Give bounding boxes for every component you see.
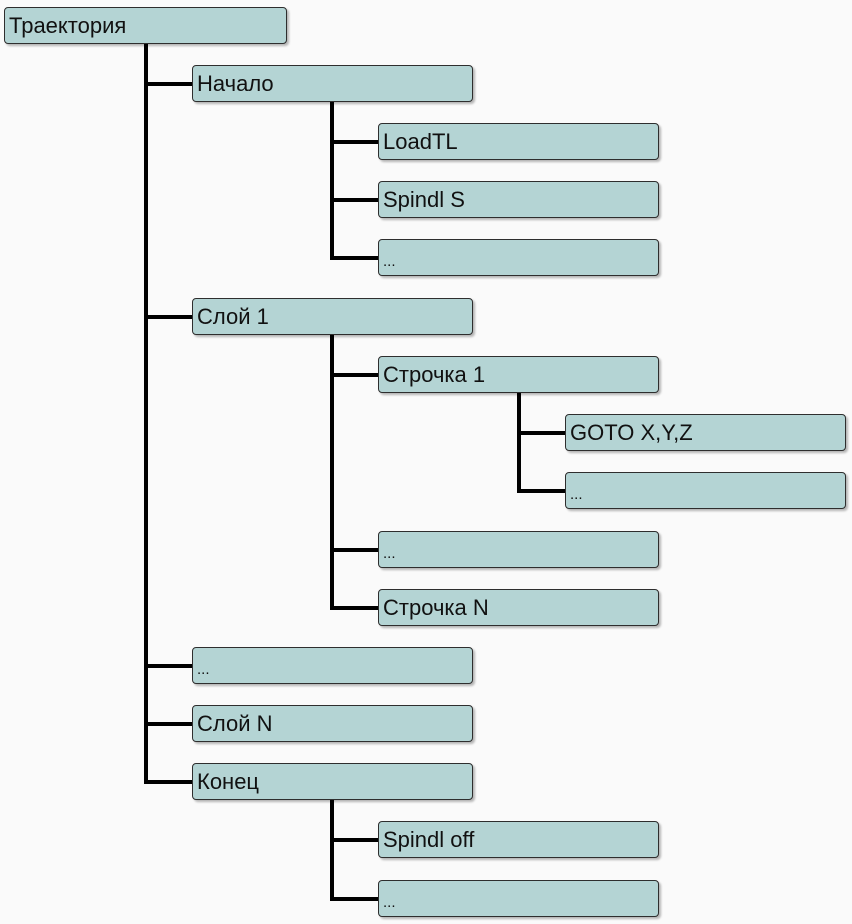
node-start-ellipsis: ...	[378, 239, 659, 276]
node-spindl-s: Spindl S	[378, 181, 659, 218]
node-row-1: Строчка 1	[378, 356, 659, 393]
node-root: Траектория	[4, 7, 287, 44]
node-rows-ellipsis: ...	[378, 531, 659, 568]
node-layer-1: Слой 1	[192, 298, 473, 335]
node-spindl-off: Spindl off	[378, 821, 659, 858]
node-loadtl: LoadTL	[378, 123, 659, 160]
node-start: Начало	[192, 65, 473, 102]
node-row-n: Строчка N	[378, 589, 659, 626]
node-layers-ellipsis: ...	[192, 647, 473, 684]
node-row1-ellipsis: ...	[565, 472, 846, 509]
node-end: Конец	[192, 763, 473, 800]
node-layer-n: Слой N	[192, 705, 473, 742]
node-goto: GOTO X,Y,Z	[565, 414, 846, 451]
node-end-ellipsis: ...	[378, 880, 659, 917]
